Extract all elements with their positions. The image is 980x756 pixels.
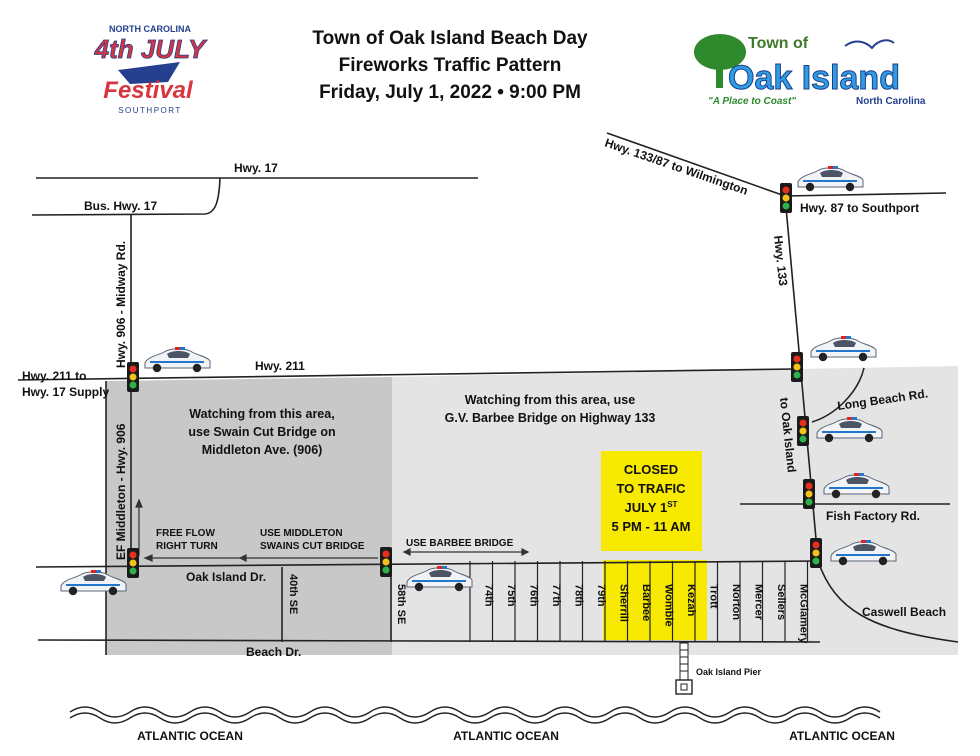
festival-logo-script: Festival <box>103 77 194 104</box>
street-grid <box>469 561 809 642</box>
free-flow-line-1: FREE FLOW <box>156 528 215 539</box>
traffic-light-icon <box>780 183 792 213</box>
closed-streets-band <box>603 560 707 640</box>
ocean-label-center: ATLANTIC OCEAN <box>453 729 559 743</box>
street-label-75th: 75th <box>505 584 517 607</box>
town-logo-town-of: Town of <box>748 35 809 52</box>
closure-line-3: JULY 1ST <box>625 500 678 515</box>
street-label-79th: 79th <box>595 584 607 607</box>
festival-logo-bottom: SOUTHPORT <box>118 106 182 115</box>
street-label-sellers: Sellers <box>775 584 787 620</box>
pier-label: Oak Island Pier <box>696 667 762 677</box>
title-line-1: Town of Oak Island Beach Day <box>312 28 588 49</box>
closure-line-4: 5 PM - 11 AM <box>612 519 691 534</box>
label-beach-dr: Beach Dr. <box>246 645 301 659</box>
road-bus-hwy-17 <box>31 177 221 216</box>
ocean-label-left: ATLANTIC OCEAN <box>137 729 243 743</box>
swain-zone-line-2: use Swain Cut Bridge on <box>188 425 335 439</box>
road-hwy-133-87 <box>606 132 786 197</box>
town-logo-state: North Carolina <box>856 96 926 107</box>
festival-logo-top: NORTH CAROLINA <box>109 24 191 34</box>
label-hwy-133: Hwy. 133 <box>771 235 790 287</box>
direction-arrow-icon <box>135 498 530 562</box>
traffic-light-icon <box>380 547 392 577</box>
seagull-icon <box>844 39 895 50</box>
label-hwy-211: Hwy. 211 <box>255 359 305 373</box>
swain-cut-zone <box>106 377 392 655</box>
closure-line-2: TO TRAFIC <box>616 481 686 496</box>
traffic-light-icon <box>797 416 809 446</box>
label-hwy-211-to-1: Hwy. 211 to <box>22 369 86 383</box>
label-caswell: Caswell Beach <box>862 605 946 619</box>
traffic-light-icon <box>803 479 815 509</box>
town-logo-name: Oak Island <box>728 59 900 97</box>
road-oak-island-dr <box>35 560 821 568</box>
title-line-3: Friday, July 1, 2022 • 9:00 PM <box>319 82 581 103</box>
street-labels: 74th 75th 76th 77th 78th 79th Sherrill Barbee Wo… <box>482 584 809 644</box>
street-label-mcglamery: McGlamery <box>797 584 809 644</box>
label-ef-middleton: EF Middleton - Hwy. 906 <box>114 423 128 560</box>
road-caswell <box>817 560 959 643</box>
road-hwy-87 <box>784 192 947 197</box>
street-label-77th: 77th <box>550 584 562 607</box>
use-middleton-line-2: SWAINS CUT BRIDGE <box>260 541 365 552</box>
traffic-light-icon <box>127 548 139 578</box>
street-label-barbee: Barbee <box>640 584 652 621</box>
police-car-icon <box>810 335 877 363</box>
police-car-icon <box>797 165 864 193</box>
label-hwy-906: Hwy. 906 - Midway Rd. <box>114 241 128 368</box>
tree-icon <box>694 34 746 70</box>
label-hwy-133-87: Hwy. 133/87 to Wilmington <box>603 136 750 198</box>
town-logo: Town of Oak Island "A Place to Coast" No… <box>694 34 926 107</box>
swain-zone-line-1: Watching from this area, <box>189 407 334 421</box>
festival-logo: NORTH CAROLINA 4th JULY Festival SOUTHPO… <box>93 24 208 115</box>
street-label-kezah: Kezah <box>685 584 697 617</box>
use-barbee-label: USE BARBEE BRIDGE <box>406 538 514 549</box>
road-beach-dr <box>37 639 821 643</box>
closure-notice <box>601 451 702 551</box>
label-58th-se: 58th SE <box>395 584 407 624</box>
street-label-76th: 76th <box>527 584 539 607</box>
label-hwy-17: Hwy. 17 <box>234 161 278 175</box>
title-line-2: Fireworks Traffic Pattern <box>338 55 562 76</box>
label-bus-hwy-17: Bus. Hwy. 17 <box>84 199 157 213</box>
street-label-norton: Norton <box>730 584 742 620</box>
closure-line-1: CLOSED <box>624 462 678 477</box>
street-label-mercer: Mercer <box>752 584 764 621</box>
town-logo-tagline: "A Place to Coast" <box>708 96 796 107</box>
street-label-74th: 74th <box>482 584 494 607</box>
barbee-zone-line-2: G.V. Barbee Bridge on Highway 133 <box>445 411 656 425</box>
label-hwy-211-to-2: Hwy. 17 Supply <box>22 385 109 399</box>
street-label-womble: Womble <box>662 584 674 627</box>
label-oak-island-dr: Oak Island Dr. <box>186 570 266 584</box>
street-label-sherrill: Sherrill <box>617 584 629 622</box>
ocean-label-right: ATLANTIC OCEAN <box>789 729 895 743</box>
use-middleton-line-1: USE MIDDLETON <box>260 528 343 539</box>
street-label-78th: 78th <box>572 584 584 607</box>
barbee-zone-line-1: Watching from this area, use <box>465 393 635 407</box>
swain-zone-line-3: Middleton Ave. (906) <box>202 443 323 457</box>
ocean-wave-icon <box>69 712 881 724</box>
traffic-light-icon <box>791 352 803 382</box>
police-car-icon <box>144 346 211 374</box>
oak-island-pier: Oak Island Pier <box>675 642 762 695</box>
label-40th-se: 40th SE <box>287 574 299 614</box>
ocean-wave-icon <box>69 706 881 718</box>
traffic-light-icon <box>127 362 139 392</box>
road-hwy-211 <box>17 368 797 381</box>
label-fish-factory: Fish Factory Rd. <box>826 509 920 523</box>
road-long-beach <box>811 367 865 423</box>
free-flow-line-2: RIGHT TURN <box>156 541 218 552</box>
label-hwy-87: Hwy. 87 to Southport <box>800 201 919 215</box>
festival-logo-main: 4th JULY <box>94 34 208 64</box>
street-label-trott: Trott <box>707 584 719 609</box>
traffic-light-icon <box>810 538 822 568</box>
star-icon <box>118 62 180 84</box>
